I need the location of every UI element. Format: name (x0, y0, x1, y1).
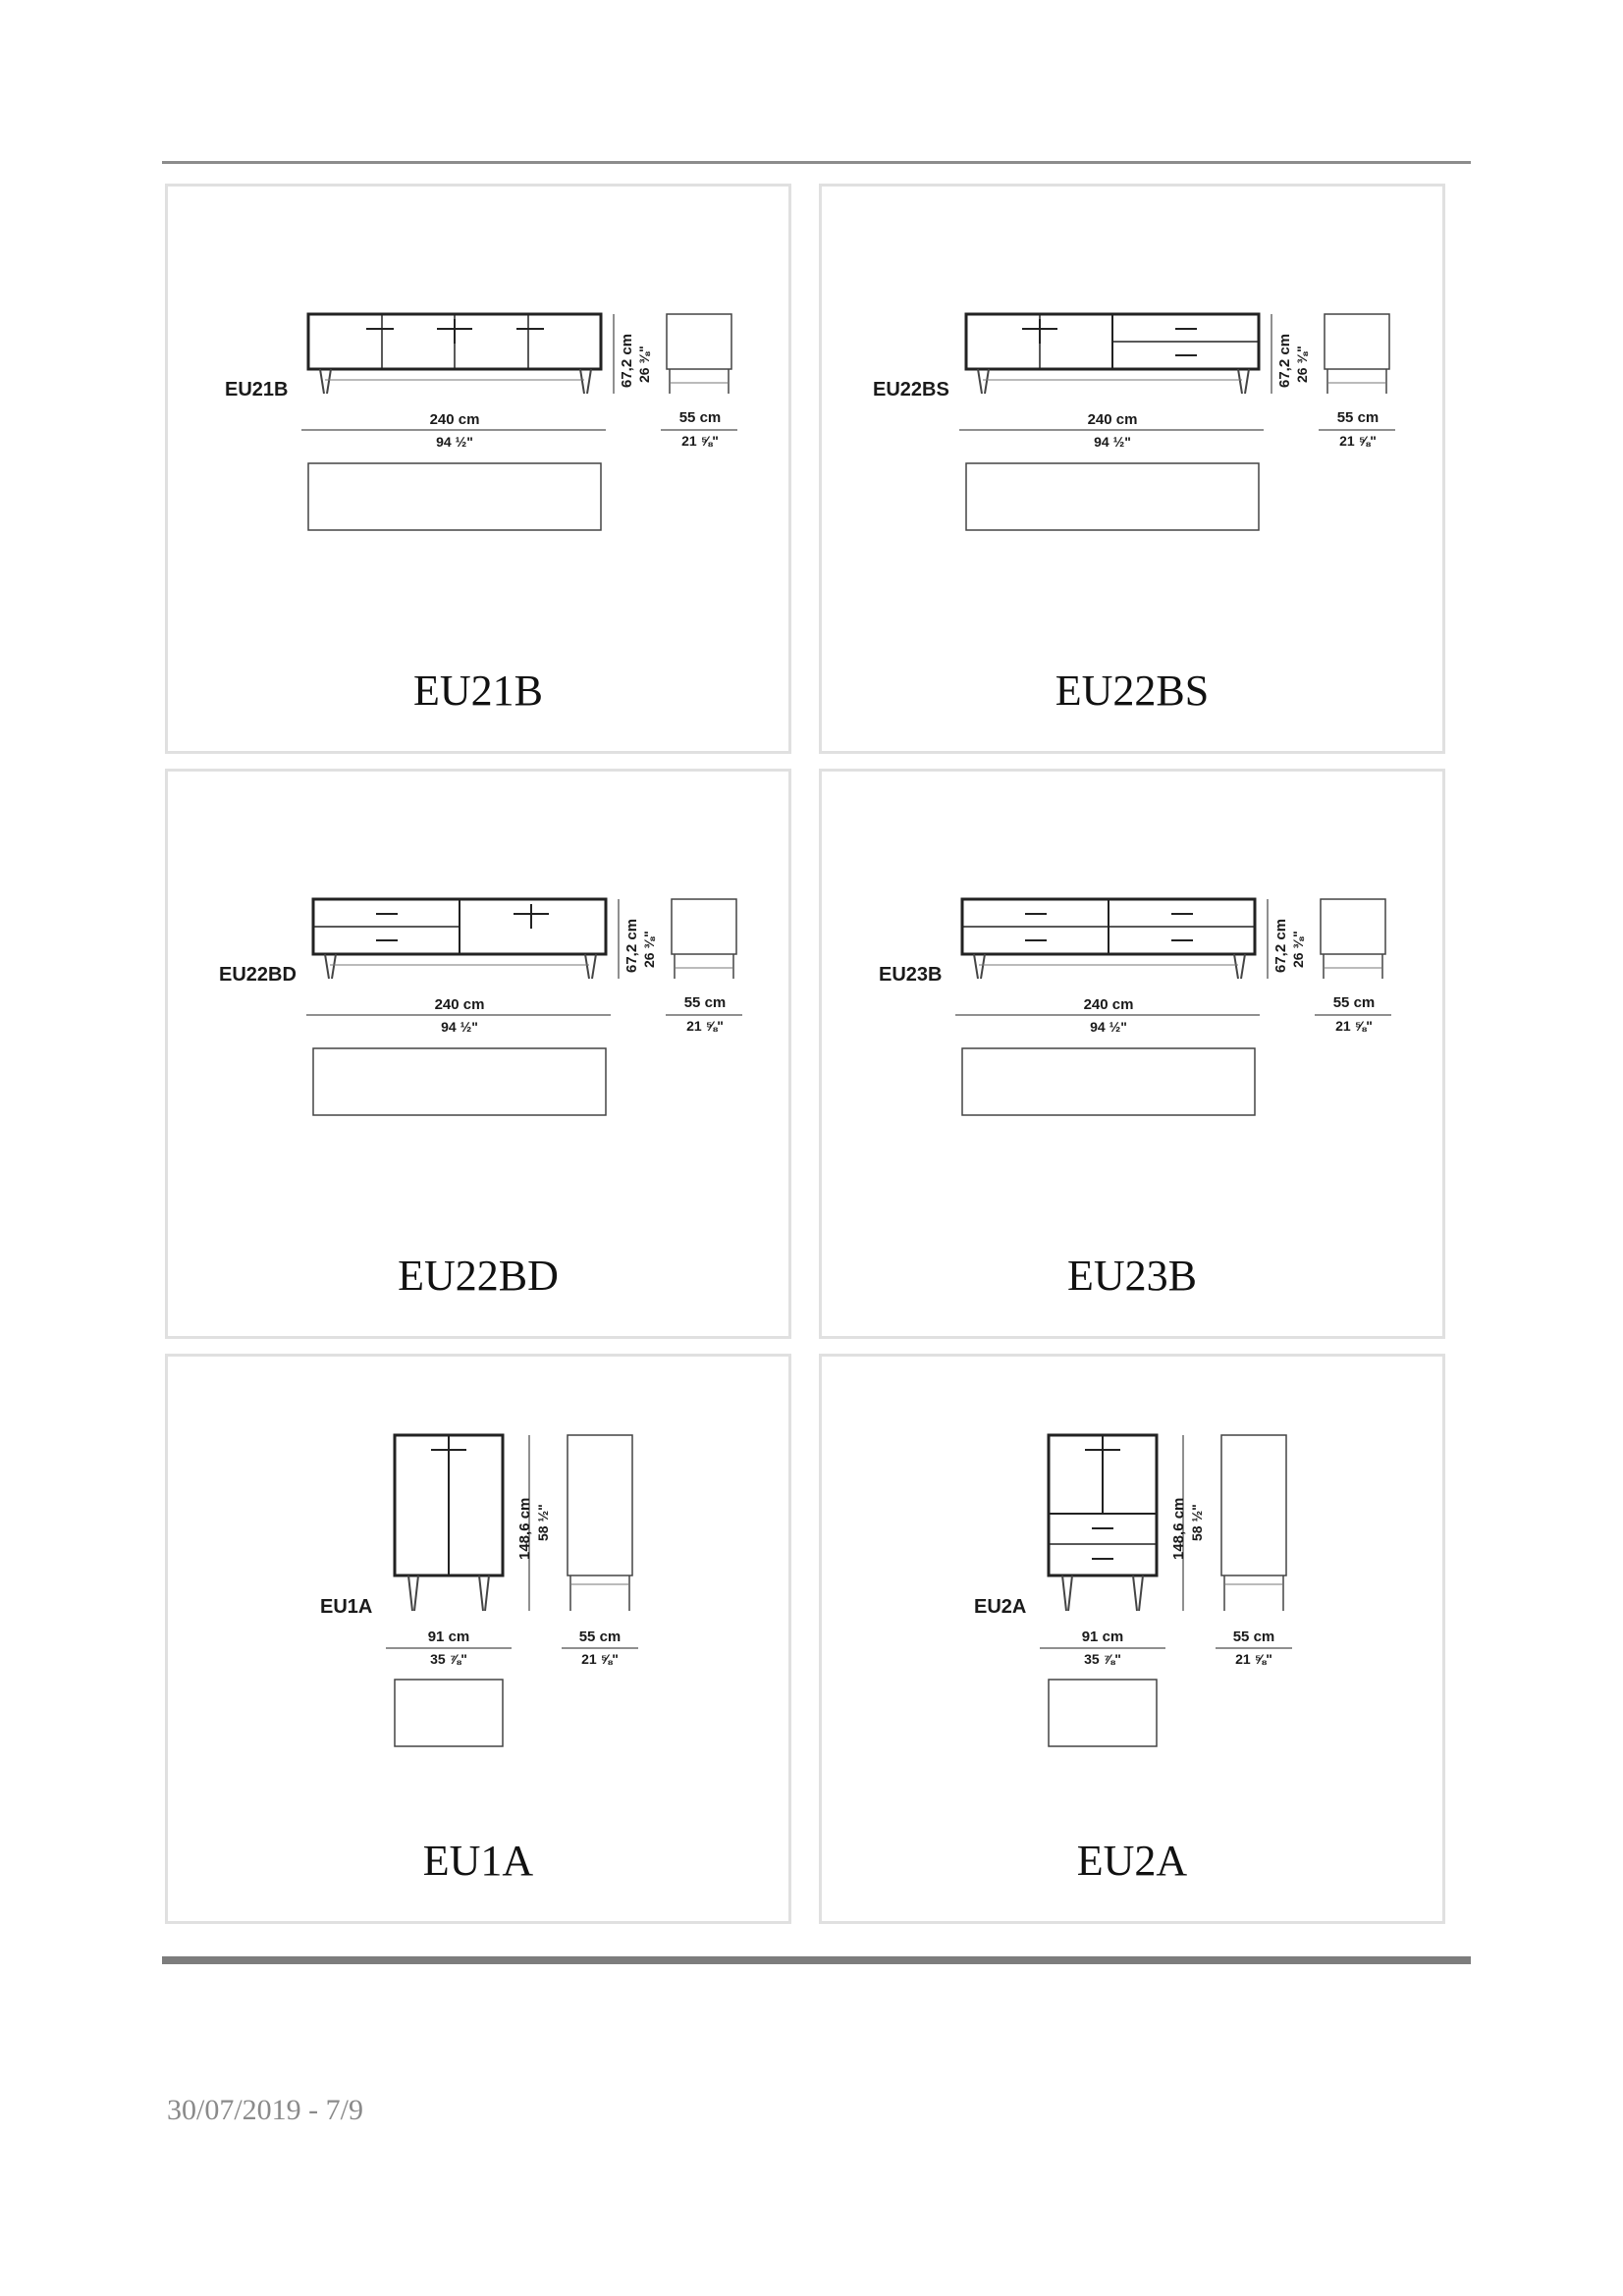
product-card-eu22bd: EU22BD 67,2 cm 26 ⅜" 240 cm 94 ½" 55 cm … (165, 769, 791, 1339)
width-in-label: 35 ⅞" (430, 1651, 467, 1667)
width-cm-label: 91 cm (1082, 1629, 1124, 1645)
width-in-label: 94 ½" (436, 434, 473, 450)
height-in-label: 58 ½" (1189, 1504, 1205, 1541)
product-title: EU21B (413, 667, 543, 715)
technical-drawing-eu23b: EU23B 67,2 cm 26 ⅜" 240 cm 94 ½" 55 cm 2… (879, 897, 1391, 1116)
technical-drawing-eu21b: EU21B 67,2 cm 26 ⅜" 240 cm 94 ½" 55 cm 2… (225, 312, 737, 531)
width-in-label: 35 ⅞" (1084, 1651, 1121, 1667)
depth-cm-label: 55 cm (679, 409, 722, 426)
height-in-label: 26 ⅜" (641, 931, 657, 968)
product-card-eu23b: EU23B 67,2 cm 26 ⅜" 240 cm 94 ½" 55 cm 2… (819, 769, 1445, 1339)
depth-in-label: 21 ⅝" (1235, 1651, 1272, 1667)
product-code-label: EU2A (974, 1596, 1026, 1618)
technical-drawing-eu1a: EU1A 148,6 cm 58 ½" 91 cm 35 ⅞" 55 cm 21… (320, 1433, 638, 1747)
width-cm-label: 240 cm (1088, 411, 1138, 428)
width-cm-label: 240 cm (430, 411, 480, 428)
product-code-label: EU23B (879, 964, 942, 986)
depth-cm-label: 55 cm (1337, 409, 1380, 426)
product-code-label: EU22BS (873, 379, 949, 400)
height-cm-label: 67,2 cm (1276, 334, 1293, 388)
depth-in-label: 21 ⅝" (1335, 1018, 1373, 1034)
depth-cm-label: 55 cm (1333, 994, 1376, 1011)
height-cm-label: 67,2 cm (623, 919, 640, 973)
page-footer: 30/07/2019 - 7/9 (167, 2094, 363, 2126)
product-card-eu1a: EU1A 148,6 cm 58 ½" 91 cm 35 ⅞" 55 cm 21… (165, 1354, 791, 1924)
depth-in-label: 21 ⅝" (1339, 433, 1377, 449)
technical-drawing-eu2a: EU2A 148,6 cm 58 ½" 91 cm 35 ⅞" 55 cm 21… (974, 1433, 1292, 1747)
width-cm-label: 91 cm (428, 1629, 470, 1645)
depth-cm-label: 55 cm (1233, 1629, 1275, 1645)
product-title: EU1A (422, 1837, 534, 1885)
width-cm-label: 240 cm (1084, 996, 1134, 1013)
technical-drawing-eu22bs: EU22BS 67,2 cm 26 ⅜" 240 cm 94 ½" 55 cm … (873, 312, 1395, 531)
depth-cm-label: 55 cm (684, 994, 727, 1011)
depth-cm-label: 55 cm (579, 1629, 622, 1645)
height-cm-label: 148,6 cm (1170, 1498, 1187, 1560)
product-card-eu2a: EU2A 148,6 cm 58 ½" 91 cm 35 ⅞" 55 cm 21… (819, 1354, 1445, 1924)
product-card-eu22bs: EU22BS 67,2 cm 26 ⅜" 240 cm 94 ½" 55 cm … (819, 184, 1445, 754)
top-rule (162, 161, 1471, 164)
technical-drawing-eu22bd: EU22BD 67,2 cm 26 ⅜" 240 cm 94 ½" 55 cm … (219, 897, 742, 1116)
product-title: EU22BS (1055, 667, 1210, 715)
depth-in-label: 21 ⅝" (581, 1651, 619, 1667)
height-in-label: 26 ⅜" (636, 346, 652, 383)
height-cm-label: 67,2 cm (619, 334, 635, 388)
height-cm-label: 148,6 cm (516, 1498, 533, 1560)
height-in-label: 58 ½" (535, 1504, 551, 1541)
height-in-label: 26 ⅜" (1294, 346, 1310, 383)
height-in-label: 26 ⅜" (1290, 931, 1306, 968)
depth-in-label: 21 ⅝" (681, 433, 719, 449)
width-in-label: 94 ½" (441, 1019, 478, 1035)
product-title: EU2A (1076, 1837, 1188, 1885)
product-code-label: EU1A (320, 1596, 372, 1618)
width-cm-label: 240 cm (435, 996, 485, 1013)
width-in-label: 94 ½" (1090, 1019, 1127, 1035)
product-title: EU22BD (398, 1252, 559, 1300)
product-code-label: EU22BD (219, 964, 297, 986)
bottom-rule (162, 1956, 1471, 1964)
product-code-label: EU21B (225, 379, 288, 400)
height-cm-label: 67,2 cm (1272, 919, 1289, 973)
product-title: EU23B (1067, 1252, 1197, 1300)
product-card-eu21b: EU21B 67,2 cm 26 ⅜" 240 cm 94 ½" 55 cm 2… (165, 184, 791, 754)
depth-in-label: 21 ⅝" (686, 1018, 724, 1034)
width-in-label: 94 ½" (1094, 434, 1131, 450)
